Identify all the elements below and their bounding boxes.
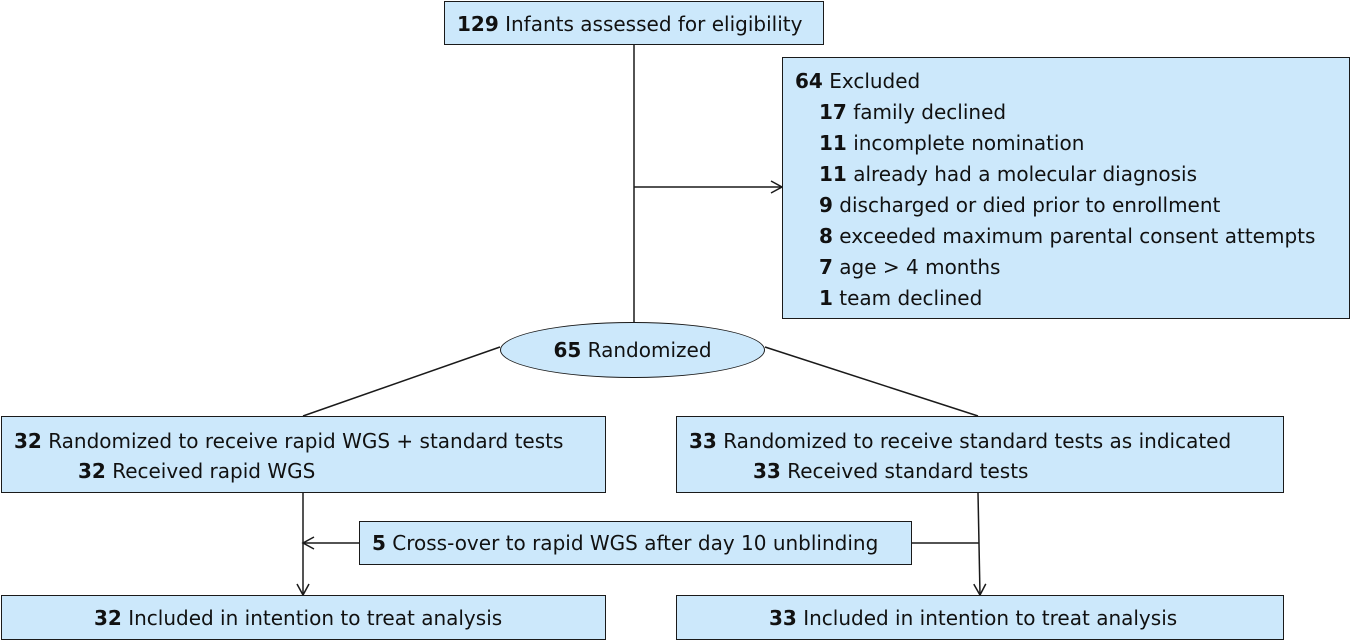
excluded-heading: 64 Excluded [795, 66, 1349, 97]
standard-itt-label: Included in intention to treat analysis [803, 606, 1178, 630]
wgs-received-count: 32 [78, 459, 106, 483]
assessed-box: 129 Infants assessed for eligibility [444, 1, 824, 45]
exclusion-reason: 11 incomplete nomination [795, 128, 1349, 159]
exclusion-reason: 9 discharged or died prior to enrollment [795, 190, 1349, 221]
wgs-received-label: Received rapid WGS [112, 459, 316, 483]
standard-received-label: Received standard tests [787, 459, 1029, 483]
standard-arm-randomized: 33 Randomized to receive standard tests … [689, 426, 1283, 456]
standard-arm-label: Randomized to receive standard tests as … [723, 429, 1232, 453]
standard-itt-count: 33 [769, 606, 797, 630]
assessed-label: Infants assessed for eligibility [505, 12, 803, 36]
standard-received-count: 33 [753, 459, 781, 483]
standard-to-itt-arrow [973, 492, 987, 597]
wgs-itt-count: 32 [94, 606, 122, 630]
reason-label: discharged or died prior to enrollment [839, 193, 1221, 217]
reason-label: family declined [853, 100, 1007, 124]
crossover-count: 5 [372, 531, 386, 555]
wgs-arm-label: Randomized to receive rapid WGS + standa… [48, 429, 564, 453]
reason-count: 1 [819, 286, 833, 310]
standard-arm-count: 33 [689, 429, 717, 453]
wgs-itt-box: 32 Included in intention to treat analys… [1, 595, 606, 640]
crossover-box: 5 Cross-over to rapid WGS after day 10 u… [359, 521, 912, 565]
standard-itt-box: 33 Included in intention to treat analys… [676, 595, 1284, 640]
standard-arm-received: 33 Received standard tests [689, 456, 1283, 486]
reason-label: team declined [839, 286, 983, 310]
crossover-label: Cross-over to rapid WGS after day 10 unb… [392, 531, 879, 555]
wgs-arm-count: 32 [14, 429, 42, 453]
reason-count: 17 [819, 100, 847, 124]
randomized-ellipse: 65 Randomized [500, 322, 765, 378]
assessed-count: 129 [457, 12, 499, 36]
randomized-count: 65 [553, 338, 582, 362]
randomized-to-standard-line [764, 346, 979, 417]
excluded-label: Excluded [829, 69, 921, 93]
exclusion-reason: 17 family declined [795, 97, 1349, 128]
wgs-itt-label: Included in intention to treat analysis [128, 606, 503, 630]
reason-count: 11 [819, 162, 847, 186]
reason-count: 9 [819, 193, 833, 217]
exclusion-reason: 1 team declined [795, 283, 1349, 314]
wgs-arm-box: 32 Randomized to receive rapid WGS + sta… [1, 416, 606, 493]
reason-label: exceeded maximum parental consent attemp… [839, 224, 1316, 248]
reason-count: 8 [819, 224, 833, 248]
excluded-box: 64 Excluded 17 family declined 11 incomp… [782, 57, 1350, 319]
randomized-to-wgs-line [302, 346, 501, 417]
standard-arm-box: 33 Randomized to receive standard tests … [676, 416, 1284, 493]
randomized-label: Randomized [587, 338, 712, 362]
wgs-arm-received: 32 Received rapid WGS [14, 456, 605, 486]
reason-label: already had a molecular diagnosis [853, 162, 1198, 186]
reason-label: incomplete nomination [853, 131, 1085, 155]
exclusion-reason: 7 age > 4 months [795, 252, 1349, 283]
reason-count: 7 [819, 255, 833, 279]
excluded-count: 64 [795, 69, 823, 93]
reason-label: age > 4 months [839, 255, 1001, 279]
exclusion-reason: 8 exceeded maximum parental consent atte… [795, 221, 1349, 252]
exclusion-reason: 11 already had a molecular diagnosis [795, 159, 1349, 190]
reason-count: 11 [819, 131, 847, 155]
wgs-arm-randomized: 32 Randomized to receive rapid WGS + sta… [14, 426, 605, 456]
